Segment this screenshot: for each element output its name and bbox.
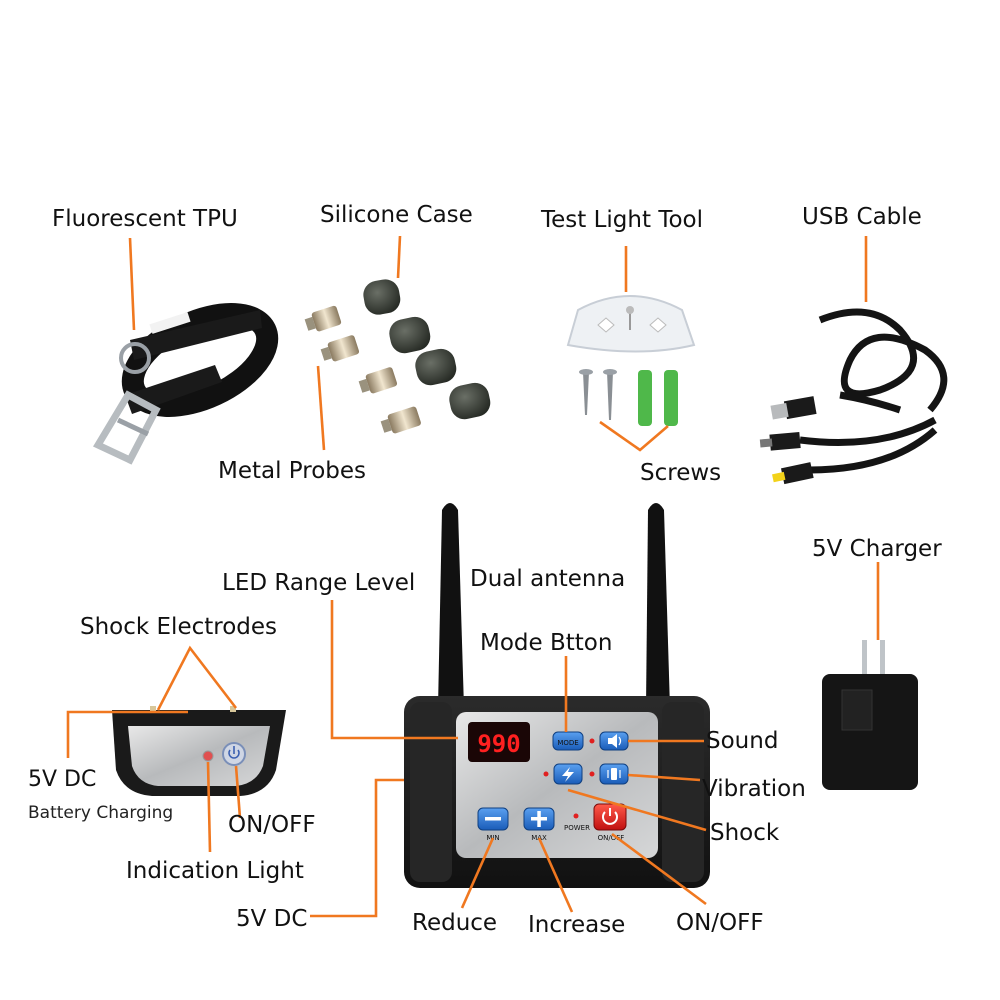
charger-image xyxy=(822,640,918,790)
minus-icon xyxy=(485,817,501,821)
silicone-case-image xyxy=(363,279,491,420)
collar-receiver xyxy=(112,706,286,796)
label-shock: Shock xyxy=(710,820,780,846)
power-icon xyxy=(228,746,240,759)
shock-indicator-dot xyxy=(543,771,549,777)
label-5v-dc-collar: 5V DC xyxy=(28,767,96,792)
mode-key-label: MODE xyxy=(557,739,578,747)
label-vibration: Vibration xyxy=(702,776,806,802)
label-sound: Sound xyxy=(706,728,778,754)
callout-leaders xyxy=(66,235,880,918)
usb-cable-image xyxy=(759,308,948,485)
speaker-icon xyxy=(608,734,622,748)
label-screws: Screws xyxy=(640,460,721,486)
collar-power-button[interactable] xyxy=(222,742,246,766)
increase-key[interactable] xyxy=(523,807,555,831)
label-fluorescent-tpu: Fluorescent TPU xyxy=(52,206,238,232)
label-5v-charger: 5V Charger xyxy=(812,536,942,562)
led-readout: 990 xyxy=(477,730,520,758)
plus-icon xyxy=(531,811,547,827)
vibration-indicator-dot xyxy=(589,771,595,777)
label-reduce: Reduce xyxy=(412,910,497,936)
lightning-icon xyxy=(562,767,574,782)
power-indicator-dot xyxy=(573,813,579,819)
power-label: POWER xyxy=(564,824,590,832)
label-test-light-tool: Test Light Tool xyxy=(540,207,703,233)
reduce-key[interactable] xyxy=(477,807,509,831)
label-silicone-case: Silicone Case xyxy=(320,202,473,228)
electrode-left xyxy=(150,706,156,712)
tpu-collar-image xyxy=(93,303,279,465)
label-battery-charging: Battery Charging xyxy=(28,803,173,823)
antenna-right xyxy=(646,503,670,708)
mode-indicator-dot xyxy=(589,738,595,744)
label-5v-dc-remote: 5V DC xyxy=(236,906,307,932)
indication-light xyxy=(202,750,214,762)
remote-transmitter: 990 MODE xyxy=(404,503,710,888)
power-key[interactable] xyxy=(593,803,627,831)
label-collar-on-off: ON/OFF xyxy=(228,812,316,838)
screws-image xyxy=(579,369,678,426)
antenna-left xyxy=(438,503,464,708)
label-remote-on-off: ON/OFF xyxy=(676,910,764,936)
label-led-range-level: LED Range Level xyxy=(222,570,415,596)
on-off-key-label: ON/OFF xyxy=(598,834,625,842)
vibration-key[interactable] xyxy=(599,763,629,785)
test-light-tool-image xyxy=(566,295,696,353)
metal-probes-image xyxy=(304,305,421,434)
label-indication-light: Indication Light xyxy=(126,858,304,884)
label-usb-cable: USB Cable xyxy=(802,204,922,230)
mode-key[interactable]: MODE xyxy=(552,731,584,751)
shock-key[interactable] xyxy=(553,763,583,785)
led-display xyxy=(468,722,530,762)
sound-key[interactable] xyxy=(599,731,629,751)
electrode-right xyxy=(230,706,236,712)
label-shock-electrodes: Shock Electrodes xyxy=(80,614,277,640)
label-dual-antenna: Dual antenna xyxy=(470,566,625,592)
label-increase: Increase xyxy=(528,912,625,938)
vibration-icon xyxy=(607,768,621,780)
label-metal-probes: Metal Probes xyxy=(218,458,366,484)
label-mode-button: Mode Btton xyxy=(480,630,612,656)
power-icon xyxy=(602,808,618,825)
